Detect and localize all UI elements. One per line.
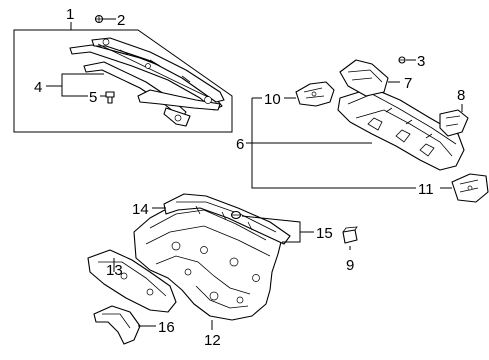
callout-15: 15	[316, 225, 333, 242]
bracket-11	[451, 173, 489, 203]
cowl-top-panel	[337, 87, 465, 171]
callout-6: 6	[236, 136, 244, 153]
callout-5: 5	[89, 89, 97, 106]
callout-labels: 1 2 3 4 5 6 7 8 9 10 11 12 13 14 15 16	[34, 6, 465, 349]
group-box-1	[13, 29, 233, 133]
plug-9	[342, 226, 358, 244]
clip-2	[94, 14, 104, 24]
dash-panel	[133, 197, 283, 321]
bolt-5	[105, 91, 115, 104]
bracket-7	[339, 59, 389, 97]
callout-9: 9	[346, 257, 354, 274]
callout-13: 13	[106, 262, 123, 279]
leader-lines	[46, 18, 463, 330]
cowl-panel-14	[163, 193, 291, 245]
callout-3: 3	[417, 53, 425, 70]
callout-8: 8	[457, 87, 465, 104]
bracket-10	[295, 81, 335, 107]
callout-7: 7	[404, 75, 412, 92]
wiper-linkage	[69, 37, 225, 127]
callout-12: 12	[204, 332, 221, 349]
callout-10: 10	[264, 91, 281, 108]
callout-1: 1	[66, 6, 74, 23]
bracket-8	[439, 109, 469, 137]
side-panel-13	[87, 249, 177, 313]
callout-2: 2	[117, 12, 125, 29]
callout-11: 11	[418, 181, 434, 198]
brace-16	[93, 305, 141, 345]
callout-14: 14	[132, 201, 149, 218]
callout-16: 16	[158, 319, 175, 336]
clip-3	[398, 56, 406, 64]
clip-15	[230, 210, 242, 220]
callout-4: 4	[34, 79, 42, 96]
